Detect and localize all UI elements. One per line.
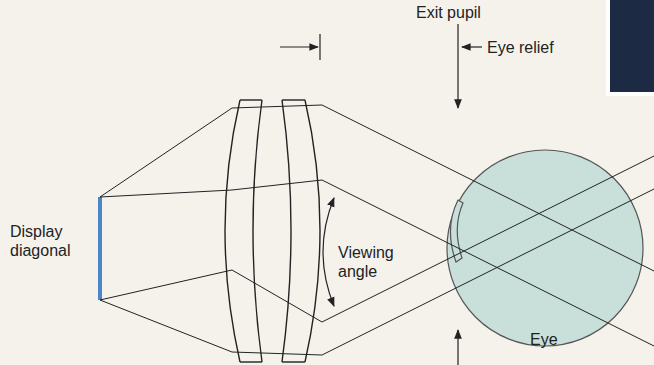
display-diagonal-label: Display diagonal — [10, 222, 88, 260]
eye-relief-label: Eye relief — [487, 38, 577, 57]
eye-relief-dimension — [280, 34, 482, 60]
rays-out — [322, 105, 654, 355]
eyeball — [447, 150, 643, 346]
lens-doublet — [225, 100, 320, 362]
viewing-angle-arc — [323, 198, 334, 306]
exit-pupil-arrows — [457, 24, 458, 365]
exit-pupil-label: Exit pupil — [416, 3, 506, 22]
photo-border — [606, 0, 654, 96]
eye-label: Eye — [530, 330, 570, 349]
viewing-angle-label: Viewing angle — [338, 243, 402, 281]
photo-fragment — [610, 0, 654, 92]
display-line — [98, 197, 102, 300]
rays-in — [100, 105, 322, 355]
